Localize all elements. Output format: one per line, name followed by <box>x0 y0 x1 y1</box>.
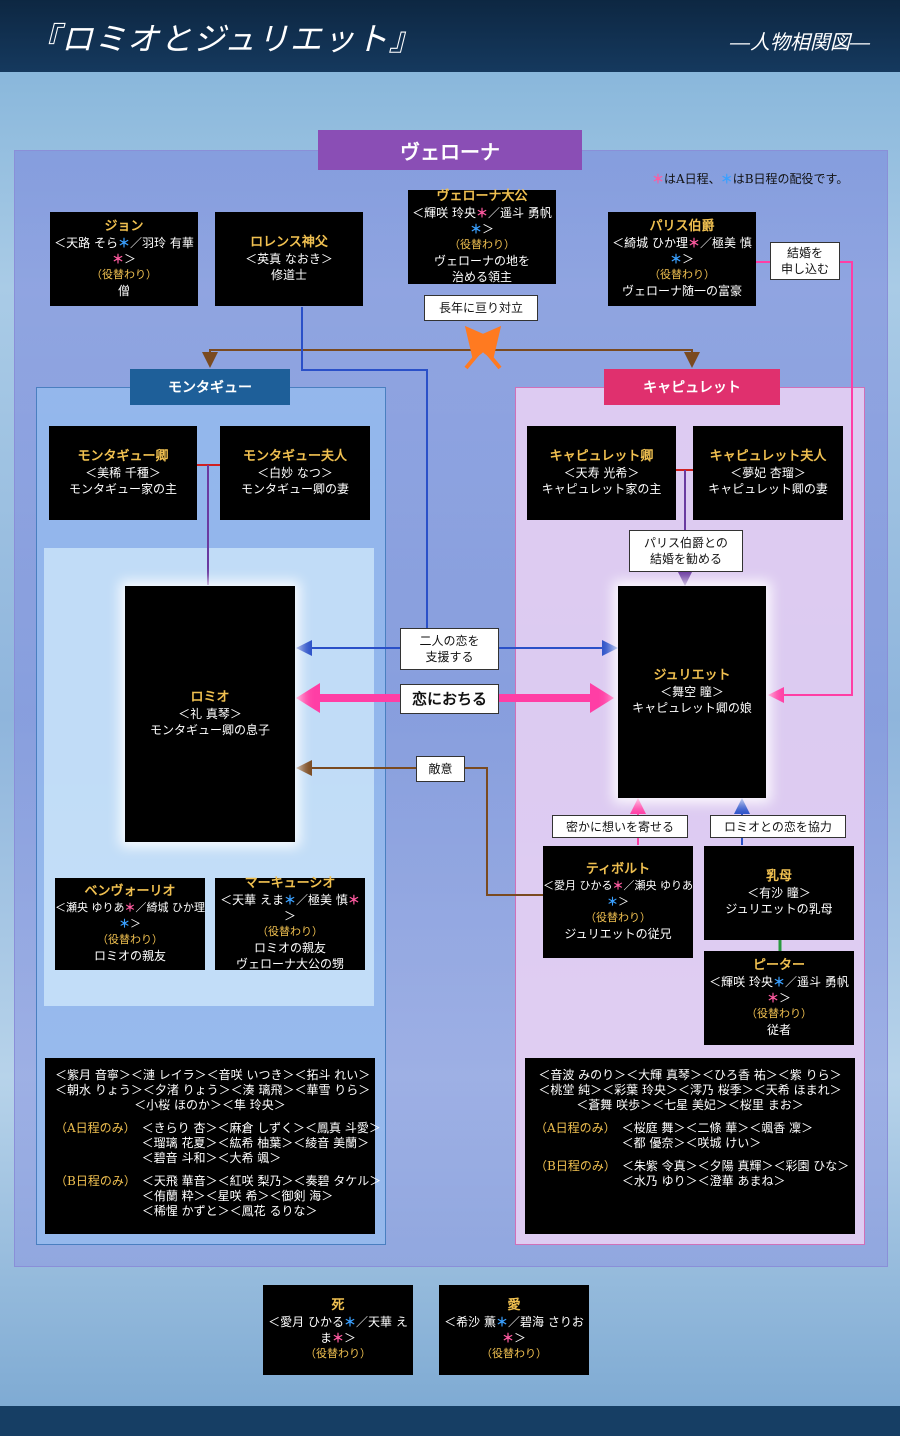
love-arrowhead-left <box>296 683 320 713</box>
verona-header: ヴェローナ <box>318 130 582 170</box>
montague-header: モンタギュー <box>130 369 290 405</box>
capulet-header: キャピュレット <box>604 369 780 405</box>
feud-line <box>209 349 693 365</box>
montague-ensemble: ＜紫月 音寧＞＜漣 レイラ＞＜音咲 いつき＞＜拓斗 れい＞ ＜朝水 りょう＞＜夕… <box>45 1058 381 1234</box>
character-love: 愛 ＜希沙 薫＊／碧海 さりお＊＞ （役替わり） <box>439 1285 589 1375</box>
title-bar: 『ロミオとジュリエット』 ―人物相関図― <box>0 0 900 72</box>
character-mercutio: マーキューシオ ＜天華 えま＊／極美 慎＊＞ （役替わり） ロミオの親友 ヴェロ… <box>215 876 365 971</box>
label-cooperate: ロミオとの恋を協力 <box>710 815 846 838</box>
character-paris: パリス伯爵 ＜綺城 ひか理＊／極美 慎＊＞ （役替わり） ヴェローナ随一の富豪 <box>608 212 756 306</box>
character-capulet-lord: キャピュレット卿 ＜天寿 光希＞ キャピュレット家の主 <box>527 426 676 520</box>
character-montague-lord: モンタギュー卿 ＜美稀 千種＞ モンタギュー家の主 <box>49 426 197 520</box>
casting-note: ＊はA日程、＊はB日程の配役です。 <box>652 172 849 186</box>
b-schedule-star: ＊ <box>720 172 733 186</box>
feud-cross-2 <box>464 325 502 370</box>
character-tybalt: ティボルト ＜愛月 ひかる＊／瀬央 ゆりあ＊＞ （役替わり） ジュリエットの従兄 <box>543 846 693 958</box>
character-montague-lady: モンタギュー夫人 ＜白妙 なつ＞ モンタギュー卿の妻 <box>220 426 370 520</box>
label-feud: 長年に亘り対立 <box>424 295 538 321</box>
label-love: 恋におちる <box>400 684 499 714</box>
character-death: 死 ＜愛月 ひかる＊／天華 えま＊＞ （役替わり） <box>263 1285 413 1375</box>
love-arrowhead-right <box>590 683 614 713</box>
support-line-vertical <box>301 307 428 628</box>
bottom-bar <box>0 1406 900 1436</box>
label-marry: 結婚を申し込む <box>770 242 840 280</box>
marry-line <box>756 261 853 695</box>
character-lawrence: ロレンス神父 ＜英真 なおき＞ 修道士 <box>215 212 363 306</box>
page-subtitle: ―人物相関図― <box>730 30 870 54</box>
capulet-ensemble: ＜音波 みのり＞＜大輝 真琴＞＜ひろ香 祐＞＜紫 りら＞ ＜桃堂 純＞＜彩葉 玲… <box>525 1058 855 1234</box>
character-romeo: ロミオ ＜礼 真琴＞ モンタギュー卿の息子 <box>125 586 295 842</box>
label-support: 二人の恋を支援する <box>400 628 499 670</box>
label-recommend: パリス伯爵との結婚を勧める <box>629 530 743 572</box>
character-capulet-lady: キャピュレット夫人 ＜夢妃 杏瑠＞ キャピュレット卿の妻 <box>693 426 843 520</box>
character-prince: ヴェローナ大公 ＜輝咲 玲央＊／遥斗 勇帆＊＞ （役替わり） ヴェローナの地を … <box>408 189 556 284</box>
character-nurse: 乳母 ＜有沙 瞳＞ ジュリエットの乳母 <box>704 846 854 940</box>
hostility-line <box>463 767 543 896</box>
label-secret-love: 密かに想いを寄せる <box>552 815 688 838</box>
a-schedule-star: ＊ <box>652 172 665 186</box>
character-benvolio: ベンヴォーリオ ＜瀬央 ゆりあ＊／綺城 ひか理＊＞ （役替わり） ロミオの親友 <box>55 878 205 970</box>
character-juliet: ジュリエット ＜舞空 瞳＞ キャピュレット卿の娘 <box>618 586 766 798</box>
page-title: 『ロミオとジュリエット』 <box>28 20 422 58</box>
character-john: ジョン ＜天路 そら＊／羽玲 有華＊＞ （役替わり） 僧 <box>50 212 198 306</box>
character-peter: ピーター ＜輝咲 玲央＊／遥斗 勇帆＊＞ （役替わり） 従者 <box>704 951 854 1045</box>
label-hostility: 敵意 <box>416 756 465 782</box>
